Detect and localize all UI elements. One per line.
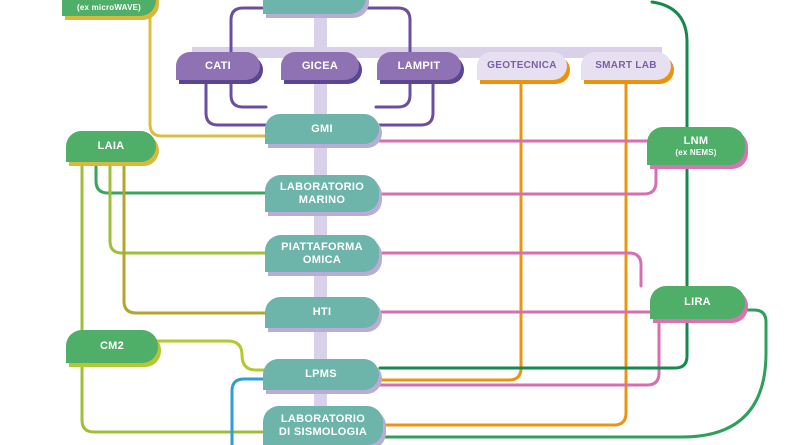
node-laboratorio-marino: LABORATORIO MARINO xyxy=(265,175,379,212)
node-geotecnica: GEOTECNICA xyxy=(477,52,567,80)
node-gmi: GMI xyxy=(265,114,379,144)
edge-topright-lpms xyxy=(378,0,689,370)
edge-microwave-gmi xyxy=(148,14,268,138)
node-laia: LAIA xyxy=(66,131,156,162)
edge-cati-gmi xyxy=(204,78,268,127)
node-top-center xyxy=(263,0,366,14)
edge-smartlab-sismologia xyxy=(382,78,628,427)
node-label: LPMS xyxy=(305,368,337,381)
edge-lnm-marino xyxy=(378,163,658,196)
edge-sismologia-lira-right xyxy=(382,308,768,439)
node-cm2: CM2 xyxy=(66,330,158,363)
node-label: GMI xyxy=(311,122,333,135)
edge-laia-marino xyxy=(94,160,268,195)
node-label: PIATTAFORMA OMICA xyxy=(281,240,363,266)
node-label: LABORATORIO MARINO xyxy=(279,180,365,206)
node-microwave: (ex microWAVE) xyxy=(62,0,156,16)
node-piattaforma-omica: PIATTAFORMA OMICA xyxy=(265,235,379,272)
node-label: GICEA xyxy=(301,59,339,72)
node-label: LAMPIT xyxy=(397,59,441,72)
node-laboratorio-di-sismologia: LABORATORIO DI SISMOLOGIA xyxy=(263,406,383,445)
node-hti: HTI xyxy=(265,297,379,328)
node-label: GEOTECNICA xyxy=(487,60,557,72)
edge-lira-lpms xyxy=(378,317,661,387)
node-smart-lab: SMART LAB xyxy=(581,52,671,80)
node-label: LNM xyxy=(683,135,709,148)
node-label: HTI xyxy=(312,306,332,319)
node-sublabel: (ex microWAVE) xyxy=(77,2,141,12)
edge-piattaforma-lira xyxy=(378,251,643,288)
edge-cm2-lpms xyxy=(156,339,266,372)
node-label: LIRA xyxy=(684,296,711,309)
node-lpms: LPMS xyxy=(263,359,379,390)
edge-laia-piattaforma xyxy=(108,160,268,255)
edge-laia-hti xyxy=(122,160,268,315)
node-lira: LIRA xyxy=(650,286,745,319)
node-sublabel: (ex NEMS) xyxy=(675,147,717,157)
node-lnm: LNM(ex NEMS) xyxy=(647,127,745,165)
node-label: LABORATORIO DI SISMOLOGIA xyxy=(278,412,368,438)
edge-laia-sismologia xyxy=(80,160,266,434)
node-label: CATI xyxy=(204,59,232,72)
vertical-spine-band xyxy=(314,0,327,445)
node-label: SMART LAB xyxy=(595,60,657,72)
node-label: LAIA xyxy=(97,140,125,153)
edge-lampit-gmi xyxy=(375,78,435,127)
node-label: CM2 xyxy=(99,340,125,353)
node-cati: CATI xyxy=(176,52,260,80)
edge-blue-lpms xyxy=(230,377,266,445)
node-lampit: LAMPIT xyxy=(377,52,461,80)
node-gicea: GICEA xyxy=(281,52,359,80)
